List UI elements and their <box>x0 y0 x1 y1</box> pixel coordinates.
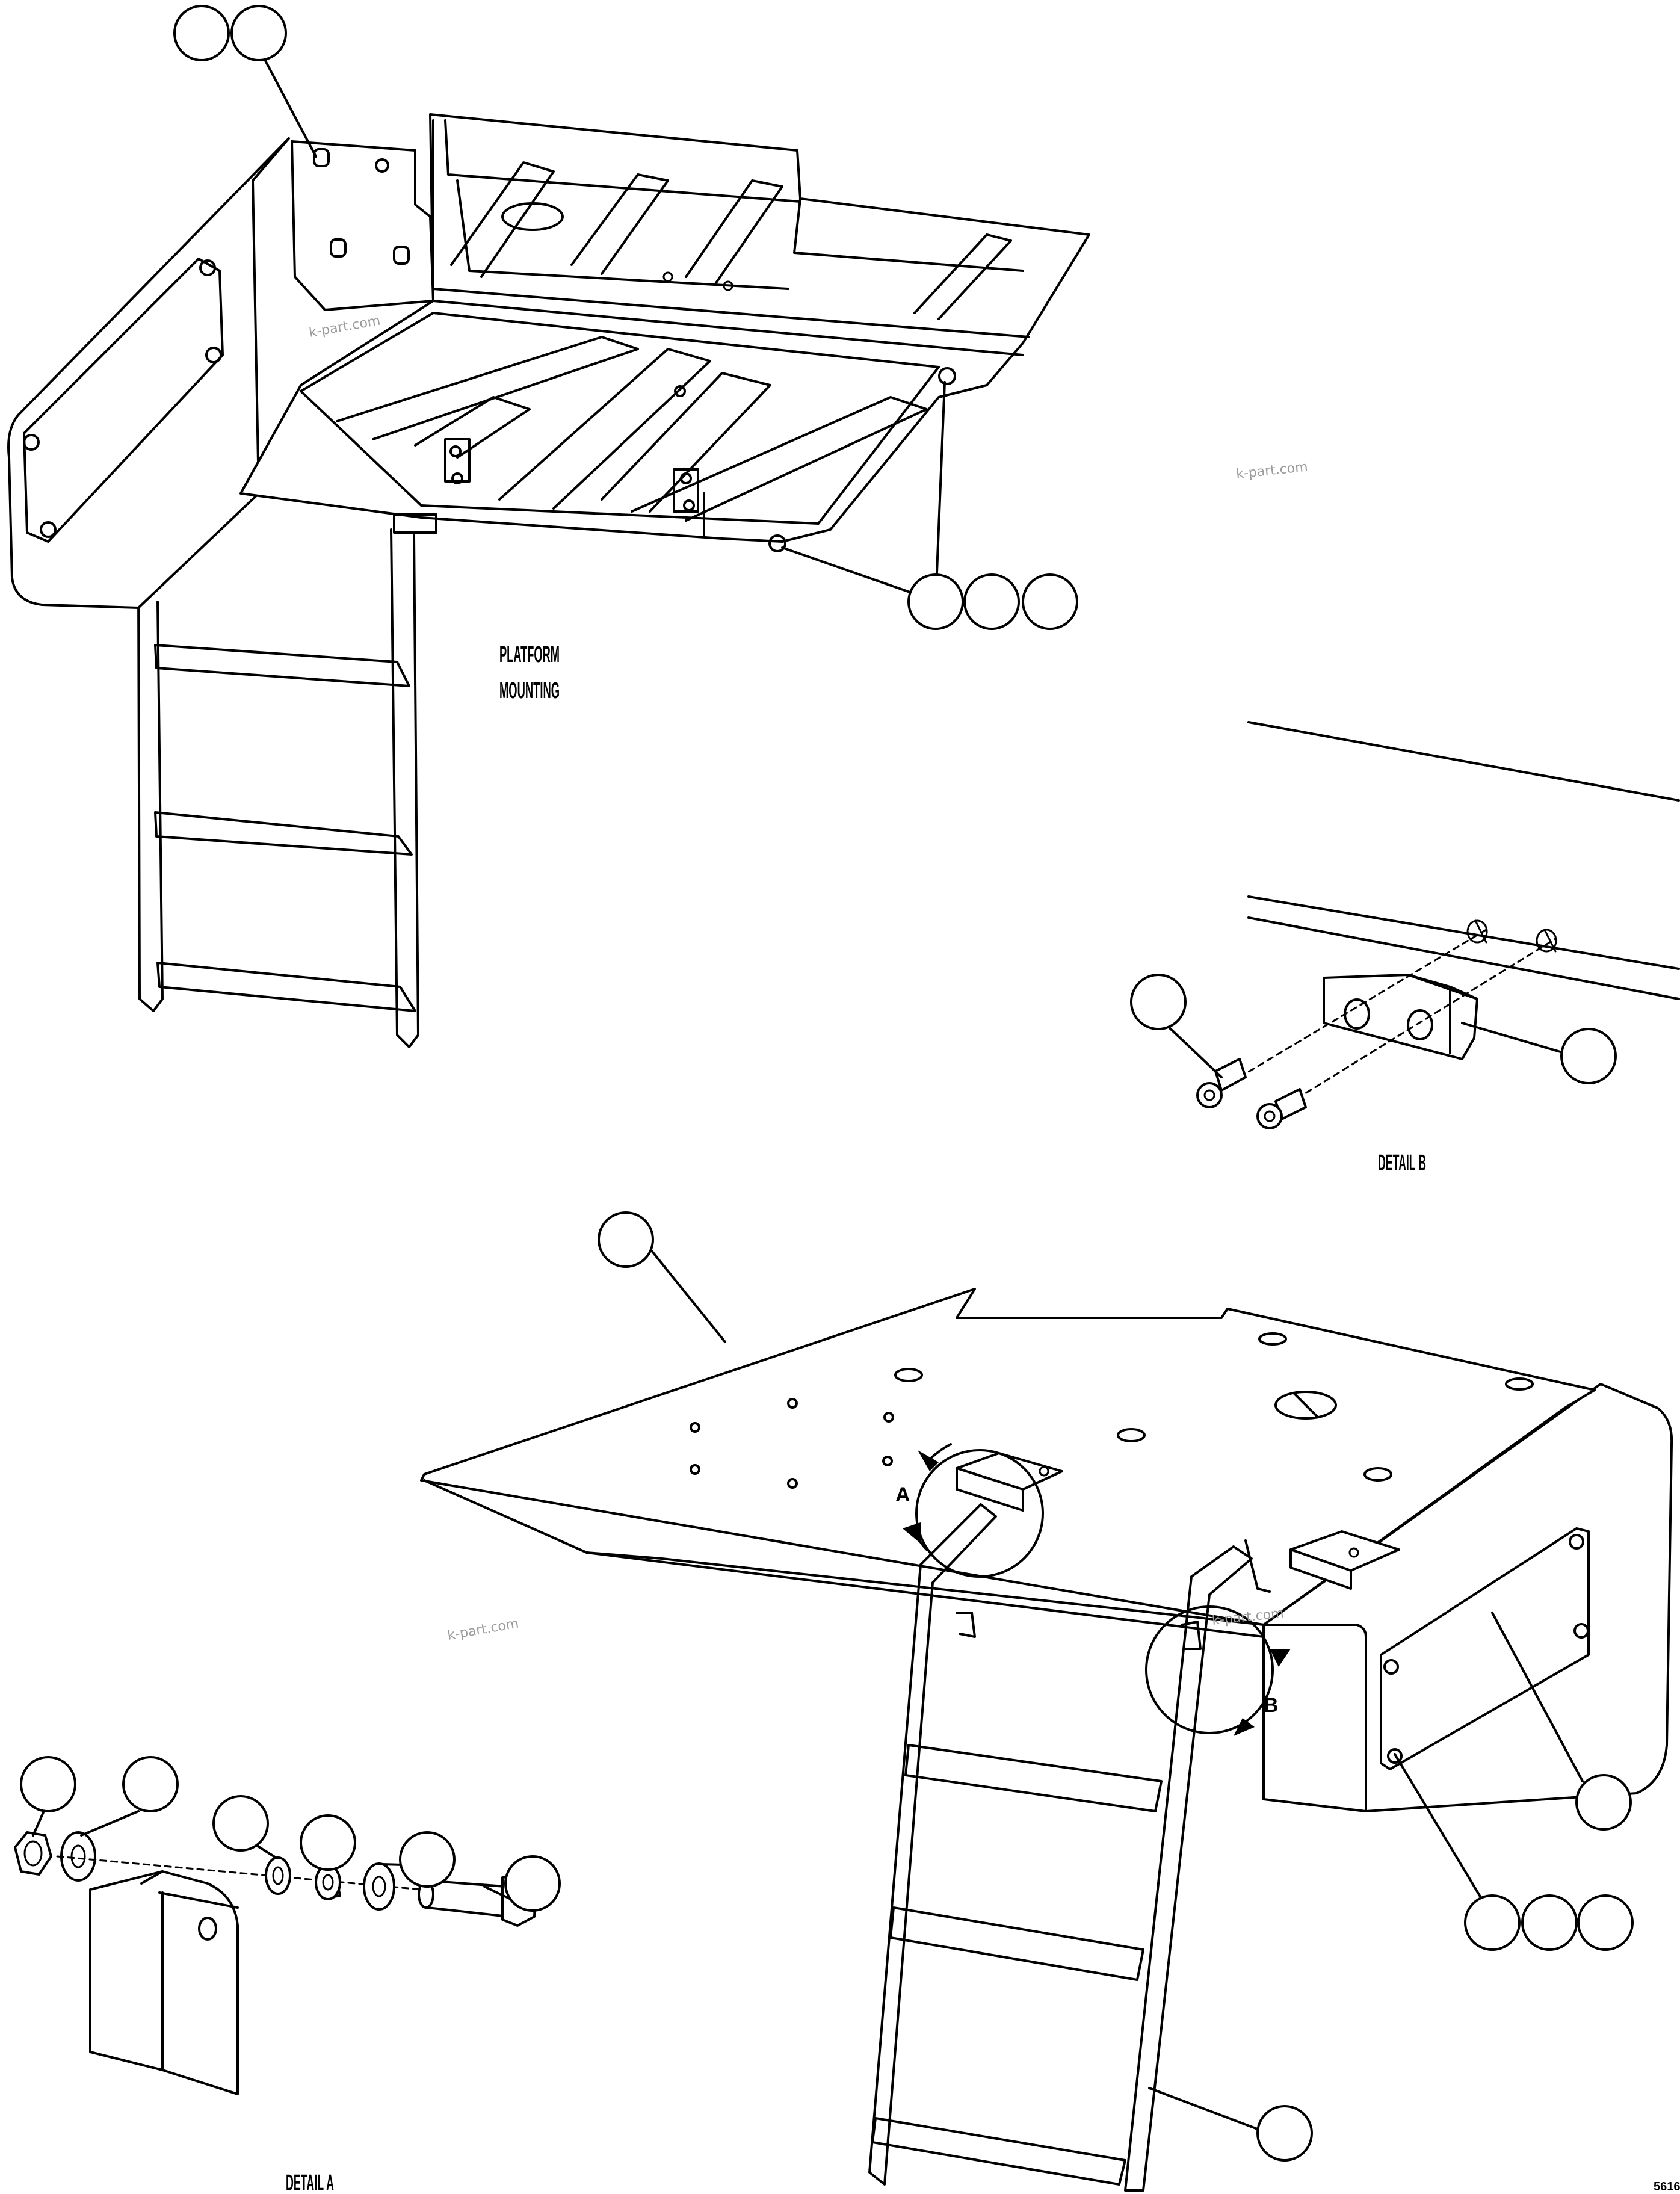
callout-bolt <box>504 1855 561 1912</box>
callout-nut-3 <box>1022 573 1078 630</box>
platform-mounting-view: PLATFORM MOUNTING <box>7 5 1090 1048</box>
mounting-bracket-plate <box>291 140 434 311</box>
platform-ladder <box>868 1503 1271 2192</box>
callout-ladder <box>1256 2105 1313 2162</box>
callout-washer-1 <box>122 1756 179 1812</box>
detail-a-washer-3 <box>363 1862 395 1911</box>
platform-mounting-label-line2: MOUNTING <box>499 678 560 703</box>
detail-a-washer-2 <box>265 1856 291 1895</box>
callout-panel-screw-1 <box>1464 1894 1521 1951</box>
callout-block <box>1560 1028 1617 1084</box>
callout-bolt-2 <box>230 5 287 61</box>
callout-washer-3 <box>399 1831 456 1888</box>
ref-a-label: A <box>895 1483 910 1506</box>
watermark-3: k-part.com <box>446 1616 520 1643</box>
detail-b-screw-1 <box>1196 1058 1247 1108</box>
callout-hex-nut <box>20 1756 76 1812</box>
watermark-1: k-part.com <box>308 313 381 340</box>
detail-b-block <box>1323 974 1478 1060</box>
platform-mounting-label-line1: PLATFORM <box>499 642 560 667</box>
ladder-hinge-block-b <box>1289 1530 1400 1590</box>
callout-washer-2 <box>212 1795 269 1852</box>
detail-a-hex-nut <box>14 1831 52 1876</box>
platform-underside-frame <box>239 113 1090 552</box>
callout-panel-screw-3 <box>1577 1894 1634 1951</box>
callout-nut-2 <box>963 573 1020 630</box>
detail-b-reference: B <box>1145 1605 1291 1736</box>
callout-platform <box>598 1211 654 1268</box>
platform-assembly-view: A B <box>420 1211 1673 2192</box>
detail-a-reference: A <box>895 1443 1044 1578</box>
drawing-number: 56163 <box>1654 2180 1680 2193</box>
detail-b-screw-2 <box>1256 1088 1307 1129</box>
callout-bushing <box>300 1814 356 1871</box>
platform-side-box <box>1262 1383 1673 1812</box>
mounting-callouts <box>173 5 1078 630</box>
detail-b-view: DETAIL B <box>1130 721 1680 1176</box>
mounting-side-panel <box>7 137 290 609</box>
ref-b-label: B <box>1264 1694 1279 1717</box>
detail-b-label: DETAIL B <box>1378 1151 1426 1176</box>
ladder-hinge-block-a <box>956 1452 1063 1512</box>
detail-a-view: DETAIL A <box>14 1756 561 2194</box>
detail-a-washer-1 <box>60 1831 96 1882</box>
callout-nut-1 <box>907 573 964 630</box>
mounting-ladder <box>137 528 419 1048</box>
detail-a-bracket <box>89 1870 239 2095</box>
detail-a-label: DETAIL A <box>286 2171 334 2194</box>
watermark-2: k-part.com <box>1235 460 1309 482</box>
callout-bolt-1 <box>173 5 230 61</box>
callout-panel-screw-2 <box>1521 1894 1578 1951</box>
callout-side-panel <box>1575 1774 1632 1831</box>
callout-cap-screw <box>1130 974 1187 1030</box>
